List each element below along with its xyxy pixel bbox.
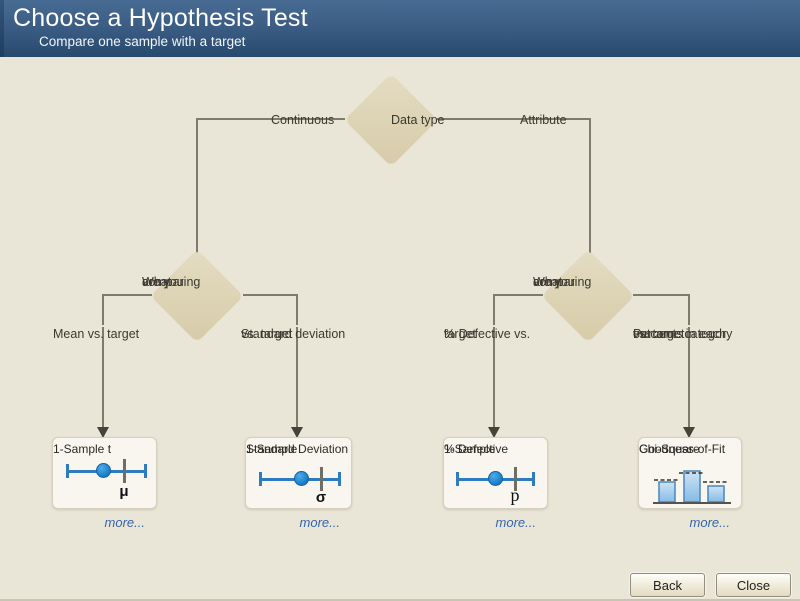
test-card-title-line: Standard Deviation — [246, 442, 349, 456]
decision-node-text: are you — [142, 275, 184, 289]
connector-line — [633, 294, 690, 296]
interval-endcap-icon — [532, 472, 535, 486]
interval-endcap-icon — [259, 472, 262, 486]
bar — [707, 485, 725, 503]
interval-endcap-icon — [338, 472, 341, 486]
connector-line — [196, 118, 198, 254]
connector-line — [102, 294, 104, 428]
test-card-1-sample-t[interactable]: 1-Sample t μ — [52, 437, 157, 509]
connector-line — [243, 294, 298, 296]
test-card-1-sample-pct-defective[interactable]: 1-Sample % Defective p — [443, 437, 548, 509]
decision-node-text: are you — [533, 275, 575, 289]
outcome-text: vs. target — [633, 327, 685, 341]
decision-node-text: What — [142, 275, 172, 289]
test-card-title-line: 1-Sample — [246, 442, 298, 456]
window-left-edge — [0, 0, 4, 57]
interval-endcap-icon — [456, 472, 459, 486]
dialog-subtitle: Compare one sample with a target — [39, 34, 246, 49]
decision-node-comparing-left — [150, 249, 244, 343]
bar-chart-icon — [653, 470, 731, 504]
branch-text: Continuous — [271, 113, 335, 127]
test-card-title-line: % Defective — [444, 442, 509, 456]
more-link[interactable]: more... — [495, 515, 536, 530]
interval-endcap-icon — [66, 464, 69, 478]
arrow-down-icon — [683, 427, 695, 438]
connector-line — [437, 118, 590, 120]
decision-node-text: Data type — [391, 113, 445, 127]
outcome-text: % Defective vs. — [444, 327, 531, 341]
test-card-title-line: 1-Sample t — [53, 442, 112, 456]
connector-line — [493, 294, 495, 428]
back-button[interactable]: Back — [630, 573, 705, 597]
connector-line — [197, 118, 345, 120]
close-button[interactable]: Close — [716, 573, 791, 597]
decision-node-text: comparing — [142, 275, 201, 289]
outcome-label-stdev: Standard deviation vs. target — [241, 325, 353, 341]
outcome-label-mean: Mean vs. target — [53, 325, 153, 341]
decision-node-text: What — [533, 275, 563, 289]
sample-point-icon — [294, 471, 309, 486]
target-tick-icon — [514, 467, 517, 491]
test-card-title-line: Chi-Square — [639, 442, 700, 456]
mu-symbol: μ — [119, 483, 129, 500]
outcome-text: vs. target — [241, 327, 293, 341]
outcome-text: Percents in each — [633, 327, 727, 341]
outcome-text: target — [444, 327, 476, 341]
decision-node-text: comparing — [533, 275, 592, 289]
more-link[interactable]: more... — [689, 515, 730, 530]
branch-text: Attribute — [520, 113, 567, 127]
connector-line — [688, 294, 690, 428]
outcome-text: Standard deviation — [241, 327, 346, 341]
arrow-down-icon — [488, 427, 500, 438]
outcome-text: Mean vs. target — [53, 327, 140, 341]
decision-node-comparing-right — [541, 249, 635, 343]
test-card-title-line: 1-Sample — [444, 442, 496, 456]
target-tick-icon — [320, 467, 323, 491]
arrow-down-icon — [291, 427, 303, 438]
branch-label-attribute: Attribute — [480, 111, 567, 127]
connector-line — [296, 294, 298, 428]
connector-line — [102, 294, 152, 296]
outcome-text: outcome category — [633, 327, 733, 341]
bar — [658, 481, 676, 503]
p-symbol: p — [510, 485, 520, 505]
test-card-title-line: Goodness-of-Fit — [639, 442, 726, 456]
sample-point-icon — [96, 463, 111, 478]
more-link[interactable]: more... — [104, 515, 145, 530]
outcome-label-percents: Percents in each outcome category vs. ta… — [633, 325, 745, 341]
connector-line — [493, 294, 543, 296]
test-card-1-sample-stdev[interactable]: 1-Sample Standard Deviation σ — [245, 437, 352, 509]
sample-point-icon — [488, 471, 503, 486]
arrow-down-icon — [97, 427, 109, 438]
bar — [683, 470, 701, 503]
more-link[interactable]: more... — [299, 515, 340, 530]
test-card-chi-square-gof[interactable]: Chi-Square Goodness-of-Fit — [638, 437, 742, 509]
dialog-title: Choose a Hypothesis Test — [13, 4, 308, 32]
dialog-header: Choose a Hypothesis Test Compare one sam… — [0, 0, 800, 57]
outcome-label-defective: % Defective vs. target — [444, 325, 544, 341]
target-tick-icon — [123, 459, 126, 483]
decision-tree-canvas: Data type What are you comparing What ar… — [0, 57, 800, 601]
connector-line — [589, 118, 591, 254]
branch-label-continuous: Continuous — [226, 111, 334, 127]
interval-endcap-icon — [144, 464, 147, 478]
sigma-symbol: σ — [315, 489, 327, 506]
